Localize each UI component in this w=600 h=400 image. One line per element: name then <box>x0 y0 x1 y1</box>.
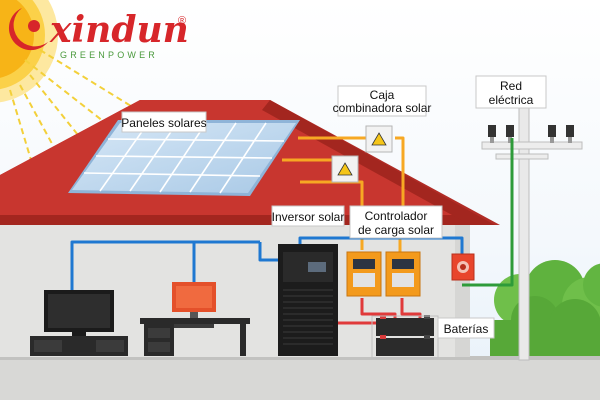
svg-text:de carga solar: de carga solar <box>358 223 434 237</box>
label-solar-panels: Paneles solares <box>121 111 207 133</box>
ac-wire-inverter <box>258 242 280 262</box>
svg-text:combinadora solar: combinadora solar <box>333 101 432 115</box>
combiner-box-lower <box>331 155 359 183</box>
svg-text:Paneles solares: Paneles solares <box>121 116 206 130</box>
charge-controller-right <box>385 251 421 297</box>
charge-controller-left <box>346 251 382 297</box>
grid-wire <box>470 138 514 287</box>
utility-pole <box>481 104 583 361</box>
label-inverter: Inversor solar <box>271 205 345 227</box>
warning-icon <box>337 162 353 176</box>
meter-box <box>451 253 475 281</box>
svg-text:Baterías: Baterías <box>444 322 489 336</box>
label-batteries: Baterías <box>437 317 495 339</box>
brand-tagline: GREENPOWER <box>60 50 158 60</box>
ground <box>0 356 600 400</box>
label-charge-controller: Controlador de carga solar <box>349 205 443 239</box>
battery-bank <box>371 315 439 359</box>
svg-text:Inversor solar: Inversor solar <box>272 210 345 224</box>
computer-icon <box>172 282 216 318</box>
tv-cabinet <box>30 336 128 356</box>
label-combiner-box: Caja combinadora solar <box>333 85 432 117</box>
combiner-box-upper <box>365 125 393 153</box>
svg-text:Controlador: Controlador <box>365 209 428 223</box>
ac-wire-appliances <box>70 240 196 300</box>
solar-panels <box>68 120 300 196</box>
tv-icon <box>44 290 114 336</box>
brand-registered-mark: ® <box>178 15 186 27</box>
computer-desk <box>140 318 250 356</box>
brand-logo: xindun ® GREENPOWER <box>8 8 189 60</box>
brand-name: xindun <box>49 9 189 51</box>
solar-inverter <box>278 244 338 356</box>
warning-icon <box>371 132 387 146</box>
svg-text:Caja: Caja <box>370 88 395 102</box>
svg-text:Red: Red <box>500 79 522 93</box>
brand-crescent-icon <box>8 8 48 51</box>
svg-text:eléctrica: eléctrica <box>489 93 534 107</box>
label-grid: Red eléctrica <box>475 75 547 109</box>
